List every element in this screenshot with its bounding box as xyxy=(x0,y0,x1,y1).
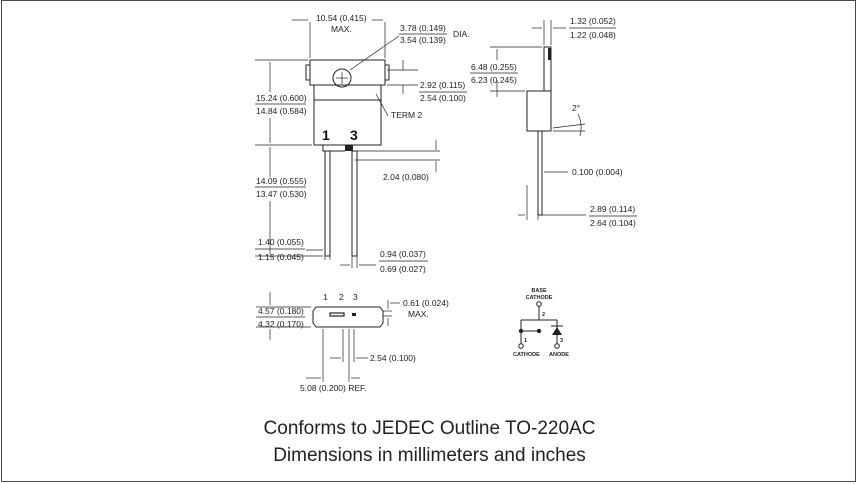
schematic-pin-2: 2 xyxy=(542,312,545,318)
bottom-pin-1: 1 xyxy=(323,292,328,302)
dim-lead-length-min: 13.47 (0.530) xyxy=(256,189,307,199)
dim-hole-dia-min: 3.54 (0.139) xyxy=(400,35,446,45)
dim-lead-bend: 0.100 (0.004) xyxy=(572,167,623,177)
schematic-pin-3: 3 xyxy=(560,338,563,344)
dim-body-thk-max: 2.89 (0.114) xyxy=(590,204,635,214)
dim-lead-width-min: 1.15 (0.045) xyxy=(258,252,304,262)
dim-lead-step: 2.04 (0.080) xyxy=(383,172,429,182)
dim-width-max-note: MAX. xyxy=(331,24,352,34)
lead-3 xyxy=(351,150,358,257)
front-view: 1 3 10.54 (0.415) MAX. 3.78 (0.149) 3.54… xyxy=(255,13,470,274)
caption-line-1: Conforms to JEDEC Outline TO-220AC xyxy=(263,418,596,439)
pin-label-3: 3 xyxy=(350,127,358,143)
schematic: BASE CATHODE 2 1 3 CATHODE ANODE xyxy=(513,288,569,358)
dim-tab-thk-min: 1.22 (0.048) xyxy=(570,30,616,40)
schematic-cathode-label: CATHODE xyxy=(513,352,540,358)
dim-bottom-height-max: 4.57 (0.180) xyxy=(258,306,304,316)
dim-tab-len-min: 6.23 (0.245) xyxy=(471,75,517,85)
dim-span-ref: 5.08 (0.200) REF. xyxy=(300,383,367,393)
dim-lead-thk-min: 0.69 (0.027) xyxy=(380,264,426,274)
term-label: TERM 2 xyxy=(391,110,422,120)
schematic-cathode-top-label: CATHODE xyxy=(526,295,553,301)
dim-tab-thk-max: 1.32 (0.052) xyxy=(570,16,616,26)
dim-hole-pos-max: 2.92 (0.115) xyxy=(420,80,465,90)
dim-gap-max: 0.61 (0.024) xyxy=(403,298,449,308)
bottom-pin-2: 2 xyxy=(339,292,344,302)
schematic-base-label: BASE xyxy=(531,288,547,294)
dim-bottom-height-min: 4.32 (0.170) xyxy=(258,319,304,329)
lead-1 xyxy=(324,150,331,257)
dim-pitch: 2.54 (0.100) xyxy=(370,353,416,363)
schematic-pin-1: 1 xyxy=(524,338,527,344)
dim-body-thk-min: 2.64 (0.104) xyxy=(590,218,636,228)
dim-lead-length-max: 14.09 (0.555) xyxy=(256,176,307,186)
pin-label-1: 1 xyxy=(322,127,330,143)
dim-lead-width-max: 1.40 (0.055) xyxy=(258,237,304,247)
dim-body-height-max: 15.24 (0.600) xyxy=(256,93,307,103)
side-lead xyxy=(537,130,543,216)
caption-line-2: Dimensions in millimeters and inches xyxy=(273,445,586,466)
side-body xyxy=(526,90,552,132)
bottom-body xyxy=(312,306,384,328)
dim-hole-dia-note: DIA. xyxy=(453,29,470,39)
dim-gap-note: MAX. xyxy=(408,309,429,319)
dim-lead-thk-max: 0.94 (0.037) xyxy=(380,249,426,259)
dim-body-height-min: 14.84 (0.584) xyxy=(256,106,307,116)
dim-tab-len-max: 6.48 (0.255) xyxy=(471,62,517,72)
dim-width-max: 10.54 (0.415) xyxy=(316,13,367,23)
front-tab xyxy=(309,59,386,86)
bottom-pin-3: 3 xyxy=(353,292,358,302)
schematic-anode-label: ANODE xyxy=(549,352,569,358)
bottom-view: 1 2 3 4.57 (0.180) 4.32 (0.170) 0.61 (0.… xyxy=(256,292,449,393)
mounting-hole xyxy=(332,68,352,88)
dim-angle: 2° xyxy=(572,103,580,113)
side-view: 1.32 (0.052) 1.22 (0.048) 6.48 (0.255) 6… xyxy=(470,16,637,228)
dim-hole-pos-min: 2.54 (0.100) xyxy=(420,93,466,103)
dim-hole-dia-max: 3.78 (0.149) xyxy=(400,23,446,33)
